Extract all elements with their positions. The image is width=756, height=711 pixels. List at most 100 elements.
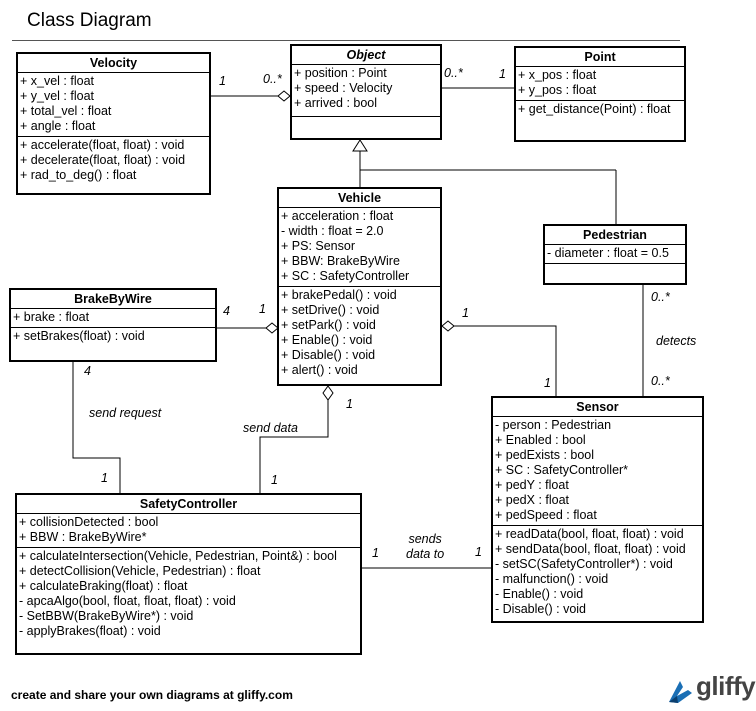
- attributes-section: - person : Pedestrian + Enabled : bool +…: [493, 417, 702, 526]
- class-name: BrakeByWire: [11, 290, 215, 309]
- class-sensor[interactable]: Sensor - person : Pedestrian + Enabled :…: [491, 396, 704, 623]
- class-brakebywire[interactable]: BrakeByWire + brake : float + setBrakes(…: [9, 288, 217, 362]
- class-name: Velocity: [18, 54, 209, 73]
- methods-section: + calculateIntersection(Vehicle, Pedestr…: [17, 548, 360, 641]
- attribute: + pedExists : bool: [495, 448, 595, 462]
- multiplicity-label: 1: [462, 306, 469, 320]
- multiplicity-label: 1: [101, 471, 108, 485]
- attributes-section: + x_pos : float + y_pos : float: [516, 67, 684, 101]
- gliffy-logo-text: gliffy: [696, 671, 756, 701]
- association-label: send data: [243, 421, 298, 435]
- attributes-section: + collisionDetected : bool + BBW : Brake…: [17, 514, 360, 548]
- class-name: Object: [292, 46, 440, 65]
- methods-section: + setBrakes(float) : void: [11, 328, 215, 346]
- class-point[interactable]: Point + x_pos : float + y_pos : float + …: [514, 46, 686, 142]
- attributes-section: - diameter : float = 0.5: [545, 245, 685, 264]
- aggregation-diamond-icon: [441, 320, 455, 332]
- class-safetycontroller[interactable]: SafetyController + collisionDetected : b…: [15, 493, 362, 655]
- multiplicity-label: 0..*: [651, 374, 670, 388]
- class-vehicle[interactable]: Vehicle + acceleration : float - width :…: [277, 187, 442, 386]
- attribute: + speed : Velocity: [294, 81, 393, 95]
- attribute: + Enabled : bool: [495, 433, 586, 447]
- method: + readData(bool, float, float) : void: [495, 527, 684, 541]
- method: + setDrive() : void: [281, 303, 380, 317]
- method: + detectCollision(Vehicle, Pedestrian) :…: [19, 564, 261, 578]
- multiplicity-label: 0..*: [444, 66, 463, 80]
- attribute: + BBW : BrakeByWire*: [19, 530, 147, 544]
- title-divider: [12, 40, 680, 41]
- method: + get_distance(Point) : float: [518, 102, 671, 116]
- method: + accelerate(float, float) : void: [20, 138, 185, 152]
- attribute: + PS: Sensor: [281, 239, 355, 253]
- class-object[interactable]: Object + position : Point + speed : Velo…: [290, 44, 442, 140]
- method: + calculateBraking(float) : float: [19, 579, 188, 593]
- method: - apcaAlgo(bool, float, float, float) : …: [19, 594, 236, 608]
- class-name: Sensor: [493, 398, 702, 417]
- attribute: + arrived : bool: [294, 96, 378, 110]
- multiplicity-label: 1: [219, 74, 226, 88]
- attribute: + angle : float: [20, 119, 96, 133]
- aggregation-diamond-icon: [277, 90, 291, 102]
- multiplicity-label: 0..*: [651, 290, 670, 304]
- class-name: SafetyController: [17, 495, 360, 514]
- multiplicity-label: 1: [259, 302, 266, 316]
- multiplicity-label: 4: [223, 304, 230, 318]
- method: - SetBBW(BrakeByWire*) : void: [19, 609, 194, 623]
- method: - Enable() : void: [495, 587, 584, 601]
- class-name: Point: [516, 48, 684, 67]
- attribute: + BBW: BrakeByWire: [281, 254, 400, 268]
- multiplicity-label: 0..*: [263, 72, 282, 86]
- multiplicity-label: 1: [271, 473, 278, 487]
- method: + alert() : void: [281, 363, 358, 377]
- methods-section: + readData(bool, float, float) : void + …: [493, 526, 702, 619]
- class-velocity[interactable]: Velocity + x_vel : float + y_vel : float…: [16, 52, 211, 195]
- attribute: + SC : SafetyController: [281, 269, 410, 283]
- method: + Enable() : void: [281, 333, 373, 347]
- class-name: Vehicle: [279, 189, 440, 208]
- method: + sendData(bool, float, float) : void: [495, 542, 686, 556]
- attribute: + acceleration : float: [281, 209, 394, 223]
- method: + rad_to_deg() : float: [20, 168, 137, 182]
- connector-bbw-safetycontroller: [72, 362, 121, 494]
- methods-section: + accelerate(float, float) : void + dece…: [18, 137, 209, 185]
- method: + calculateIntersection(Vehicle, Pedestr…: [19, 549, 337, 563]
- diagram-title: Class Diagram: [27, 10, 152, 31]
- attributes-section: + position : Point + speed : Velocity + …: [292, 65, 440, 117]
- attribute: - diameter : float = 0.5: [547, 246, 669, 260]
- multiplicity-label: 1: [475, 545, 482, 559]
- multiplicity-label: 1: [499, 67, 506, 81]
- attributes-section: + acceleration : float - width : float =…: [279, 208, 440, 287]
- attribute: + pedY : float: [495, 478, 569, 492]
- method: + Disable() : void: [281, 348, 376, 362]
- attribute: - width : float = 2.0: [281, 224, 384, 238]
- connector-vehicle-safetycontroller: [259, 400, 329, 494]
- multiplicity-label: 1: [544, 376, 551, 390]
- attributes-section: + brake : float: [11, 309, 215, 328]
- methods-section: [292, 117, 440, 120]
- attribute: + pedSpeed : float: [495, 508, 597, 522]
- method: - setSC(SafetyController*) : void: [495, 557, 673, 571]
- method: + setBrakes(float) : void: [13, 329, 145, 343]
- gliffy-logo-icon: [669, 681, 692, 703]
- attribute: + x_vel : float: [20, 74, 94, 88]
- association-label: sends data to: [406, 532, 445, 561]
- gliffy-logo[interactable]: gliffy: [666, 671, 756, 706]
- attribute: - person : Pedestrian: [495, 418, 612, 432]
- attribute: + x_pos : float: [518, 68, 597, 82]
- aggregation-diamond-icon: [322, 385, 334, 401]
- attribute: + brake : float: [13, 310, 90, 324]
- multiplicity-label: 4: [84, 364, 91, 378]
- footer-text[interactable]: create and share your own diagrams at gl…: [11, 688, 293, 702]
- methods-section: [545, 264, 685, 267]
- association-label: detects: [656, 334, 697, 348]
- attribute: + SC : SafetyController*: [495, 463, 629, 477]
- class-pedestrian[interactable]: Pedestrian - diameter : float = 0.5: [543, 224, 687, 285]
- attributes-section: + x_vel : float + y_vel : float + total_…: [18, 73, 209, 137]
- methods-section: + brakePedal() : void + setDrive() : voi…: [279, 287, 440, 380]
- method: - malfunction() : void: [495, 572, 609, 586]
- multiplicity-label: 1: [372, 546, 379, 560]
- attribute: + pedX : float: [495, 493, 570, 507]
- method: + brakePedal() : void: [281, 288, 397, 302]
- attribute: + y_vel : float: [20, 89, 94, 103]
- attribute: + y_pos : float: [518, 83, 597, 97]
